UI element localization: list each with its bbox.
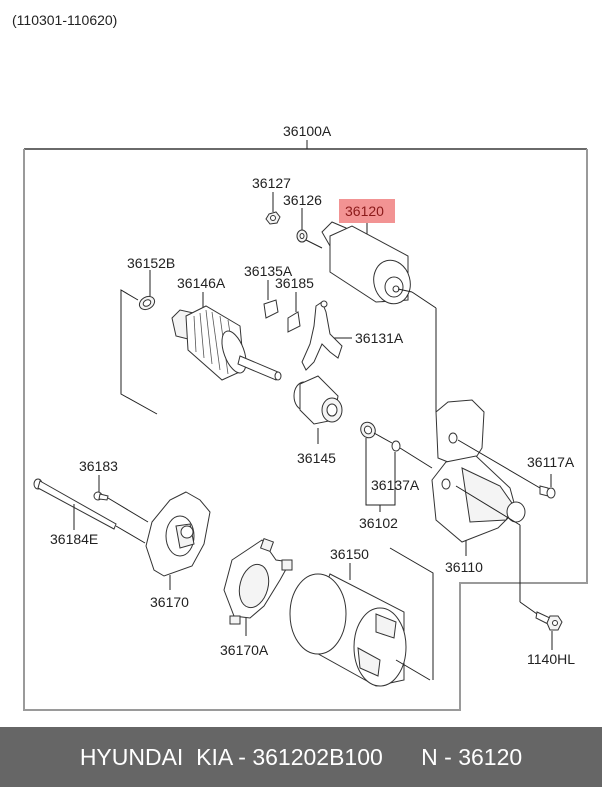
label-36152B[interactable]: 36152B — [127, 255, 175, 271]
label-36131A[interactable]: 36131A — [355, 330, 404, 346]
part-36102-seal-kit[interactable] — [358, 420, 433, 512]
footer-spacer — [383, 744, 421, 771]
footer-reference: N - 36120 — [421, 743, 523, 770]
exploded-parts-diagram: 36100A 36127 36126 36120 36152B 36146A — [23, 123, 588, 711]
label-36170A[interactable]: 36170A — [220, 642, 269, 658]
label-1140HL[interactable]: 1140HL — [527, 651, 575, 667]
label-36117A[interactable]: 36117A — [527, 454, 575, 470]
part-36152B-washer[interactable] — [137, 270, 157, 312]
part-36150-yoke[interactable] — [289, 573, 431, 687]
part-36117A-screw[interactable] — [457, 439, 556, 499]
label-36135A[interactable]: 36135A — [244, 263, 293, 279]
part-1140HL-bolt[interactable] — [519, 601, 563, 650]
part-36185-brush[interactable] — [287, 311, 301, 333]
label-36183[interactable]: 36183 — [79, 458, 118, 474]
production-range: (110301-110620) — [12, 12, 118, 28]
part-36126-washer[interactable] — [296, 208, 323, 249]
footer-bar: HYUNDAI KIA - 361202B100 N - 36120 — [0, 727, 602, 787]
part-36110-drive-housing[interactable] — [431, 399, 526, 602]
label-36145[interactable]: 36145 — [297, 450, 336, 466]
label-36146A[interactable]: 36146A — [177, 275, 226, 291]
label-36184E[interactable]: 36184E — [50, 531, 98, 547]
label-36110[interactable]: 36110 — [445, 559, 483, 575]
label-36126[interactable]: 36126 — [283, 192, 322, 208]
part-36170A-brush-holder[interactable] — [223, 537, 293, 636]
label-36185[interactable]: 36185 — [275, 275, 314, 291]
part-36135A-brush[interactable] — [263, 299, 279, 319]
part-36170-rear-bracket[interactable] — [145, 491, 211, 590]
label-36102[interactable]: 36102 — [359, 515, 398, 531]
assembly-frame-right — [23, 149, 588, 711]
label-36100A: 36100A — [283, 123, 332, 139]
part-36131A-lever[interactable] — [301, 300, 343, 371]
bracket-yoke — [389, 547, 434, 680]
label-36150[interactable]: 36150 — [330, 546, 369, 562]
part-36183-screw[interactable] — [93, 475, 149, 523]
part-36127-nut[interactable] — [265, 192, 281, 225]
highlight-box-36120 — [339, 199, 395, 223]
label-36120[interactable]: 36120 — [345, 203, 384, 219]
bracket-left — [120, 289, 158, 415]
label-36170[interactable]: 36170 — [150, 594, 189, 610]
label-36137A[interactable]: 36137A — [371, 477, 420, 493]
part-36184E-through-bolt[interactable] — [33, 478, 146, 544]
footer-part-number: HYUNDAI KIA - 361202B100 — [79, 743, 383, 770]
part-36145-pinion-gear[interactable] — [293, 375, 343, 444]
label-36127[interactable]: 36127 — [252, 175, 291, 191]
part-36120-solenoid[interactable] — [321, 221, 437, 412]
part-36146A-armature[interactable] — [171, 305, 282, 381]
